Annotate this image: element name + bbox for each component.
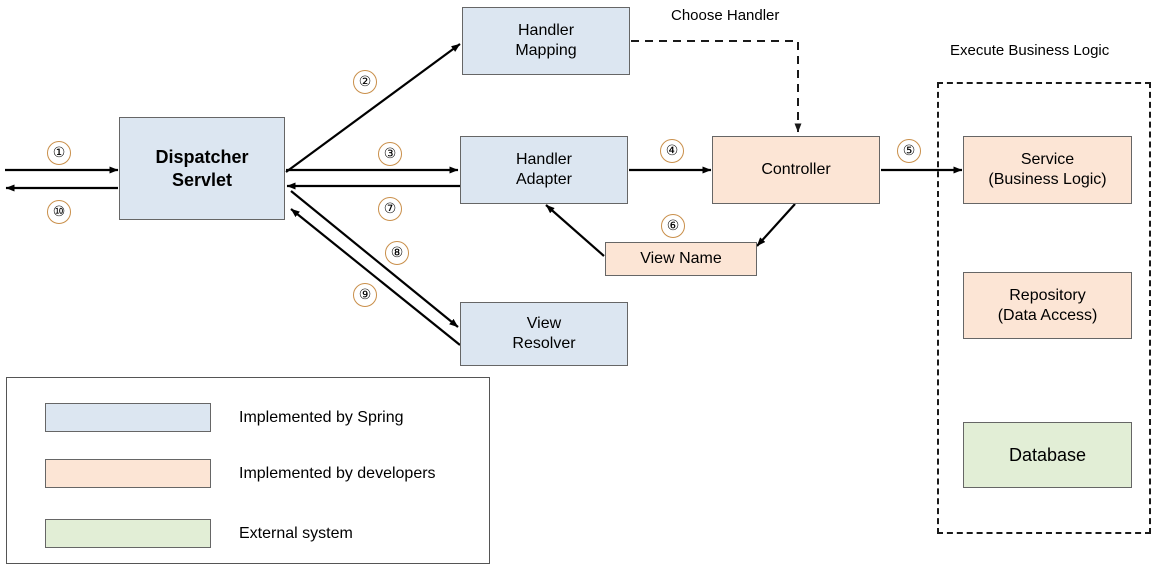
- step-badge-8: ⑧: [385, 241, 409, 265]
- node-view-resolver[interactable]: View Resolver: [460, 302, 628, 366]
- legend-label-external: External system: [239, 524, 353, 542]
- label-choose-handler: Choose Handler: [671, 7, 780, 24]
- node-controller[interactable]: Controller: [712, 136, 880, 204]
- label-execute-business-logic: Execute Business Logic: [950, 42, 1110, 59]
- legend-label-developers: Implemented by developers: [239, 464, 436, 482]
- arrow-6-view-name-to-handler-adapter: [545, 204, 605, 257]
- legend-swatch-external: [45, 519, 211, 548]
- step-badge-2: ②: [353, 70, 377, 94]
- step-badge-6: ⑥: [661, 214, 685, 238]
- node-database[interactable]: Database: [963, 422, 1132, 488]
- node-service[interactable]: Service (Business Logic): [963, 136, 1132, 204]
- execute-business-logic-region: [937, 82, 1151, 534]
- legend-swatch-developers: [45, 459, 211, 488]
- arrow-2-to-handler-mapping: [285, 43, 461, 173]
- node-view-name[interactable]: View Name: [605, 242, 757, 276]
- legend: Implemented by Spring Implemented by dev…: [6, 377, 490, 564]
- arrow-controller-to-view-name: [756, 203, 796, 247]
- step-badge-9: ⑨: [353, 283, 377, 307]
- step-badge-3: ③: [378, 142, 402, 166]
- arrow-9-to-dispatcher: [290, 208, 461, 346]
- legend-item-developers: Implemented by developers: [45, 459, 436, 488]
- node-handler-adapter[interactable]: Handler Adapter: [460, 136, 628, 204]
- legend-swatch-spring: [45, 403, 211, 432]
- step-badge-10: ⑩: [47, 200, 71, 224]
- step-badge-5: ⑤: [897, 139, 921, 163]
- arrow-8-to-view-resolver: [290, 190, 459, 328]
- node-dispatcher-servlet[interactable]: Dispatcher Servlet: [119, 117, 285, 220]
- node-handler-mapping[interactable]: Handler Mapping: [462, 7, 630, 75]
- legend-item-external: External system: [45, 519, 353, 548]
- node-repository[interactable]: Repository (Data Access): [963, 272, 1132, 339]
- dashed-choose-handler-path: [631, 40, 802, 133]
- step-badge-7: ⑦: [378, 197, 402, 221]
- legend-label-spring: Implemented by Spring: [239, 408, 404, 426]
- step-badge-1: ①: [47, 141, 71, 165]
- step-badge-4: ④: [660, 139, 684, 163]
- legend-item-spring: Implemented by Spring: [45, 403, 404, 432]
